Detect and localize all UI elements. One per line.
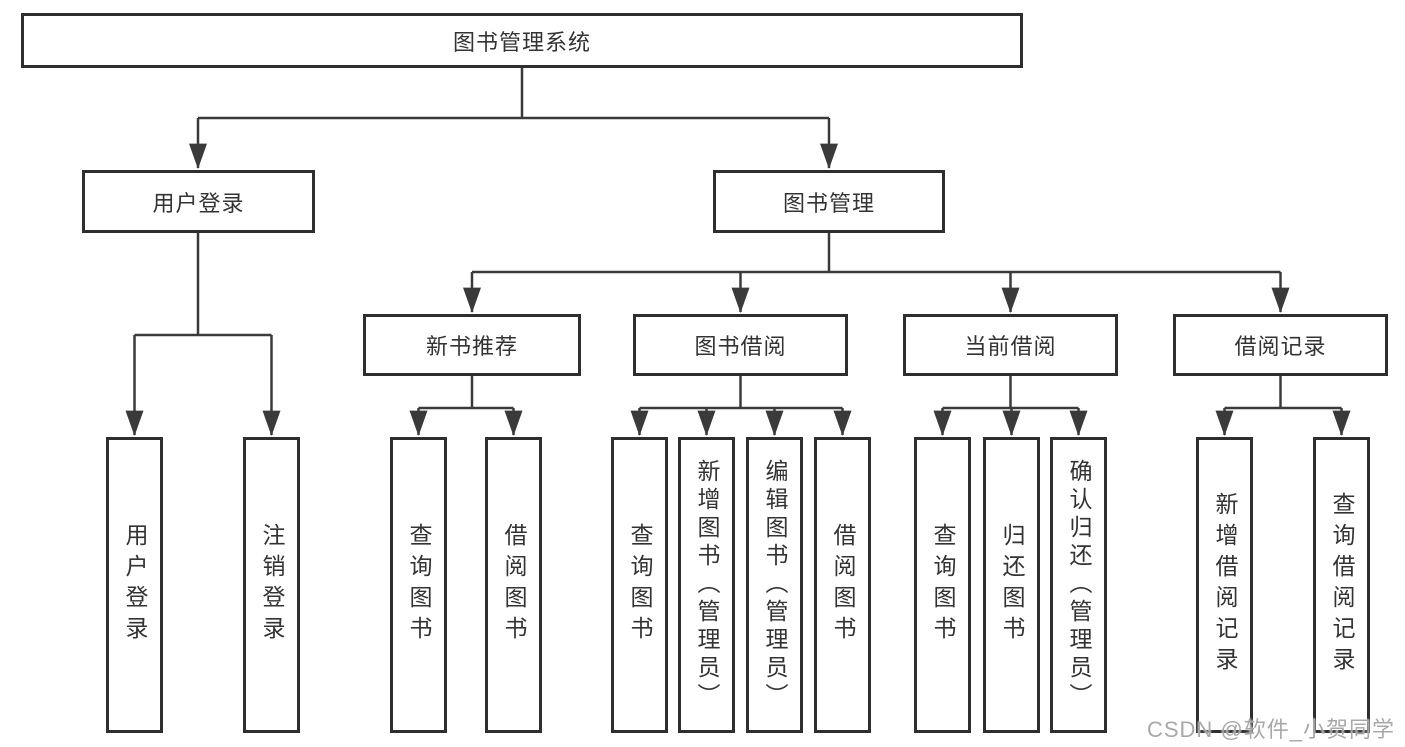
leaf-cb-return-books: 归还图书 xyxy=(983,437,1040,733)
leaf-bb-edit-books-admin: 编辑图书（管理员） xyxy=(746,437,803,733)
leaf-cb-query-books: 查询图书 xyxy=(914,437,971,733)
leaf-br-query-record: 查询借阅记录 xyxy=(1313,437,1370,733)
node-label: 图书借阅 xyxy=(694,334,787,359)
leaf-user-login: 用户登录 xyxy=(106,437,163,733)
node-current-borrow: 当前借阅 xyxy=(903,314,1118,376)
node-label: 新增图书（管理员） xyxy=(694,459,720,711)
leaf-nbr-borrow-books: 借阅图书 xyxy=(485,437,542,733)
leaf-nbr-query-books: 查询图书 xyxy=(390,437,447,733)
node-label: 用户登录 xyxy=(152,190,245,216)
node-label: 归还图书 xyxy=(999,523,1025,647)
node-label: 用户登录 xyxy=(122,523,148,647)
node-label: 新增借阅记录 xyxy=(1212,492,1238,678)
node-label: 查询借阅记录 xyxy=(1329,492,1355,678)
node-library-management-system: 图书管理系统 xyxy=(21,13,1023,68)
leaf-logout: 注销登录 xyxy=(243,437,300,733)
node-label: 借阅记录 xyxy=(1234,334,1327,359)
node-label: 编辑图书（管理员） xyxy=(762,459,788,711)
node-label: 图书管理 xyxy=(782,190,875,216)
leaf-cb-confirm-return-admin: 确认归还（管理员） xyxy=(1050,437,1107,733)
leaf-bb-borrow-books: 借阅图书 xyxy=(814,437,871,733)
node-label: 注销登录 xyxy=(259,523,285,647)
node-new-book-recommend: 新书推荐 xyxy=(363,314,581,376)
leaf-br-add-record: 新增借阅记录 xyxy=(1196,437,1253,733)
node-label: 借阅图书 xyxy=(501,523,527,647)
node-label: 图书管理系统 xyxy=(452,29,591,55)
node-label: 确认归还（管理员） xyxy=(1066,459,1092,711)
node-borrow-records: 借阅记录 xyxy=(1173,314,1388,376)
csdn-watermark: CSDN @软件_小贺同学 xyxy=(1146,717,1395,742)
node-label: 查询图书 xyxy=(627,523,653,647)
leaf-bb-query-books: 查询图书 xyxy=(611,437,668,733)
node-label: 借阅图书 xyxy=(830,523,856,647)
leaf-bb-add-books-admin: 新增图书（管理员） xyxy=(678,437,735,733)
node-book-management-branch: 图书管理 xyxy=(713,170,945,233)
node-book-borrow: 图书借阅 xyxy=(633,314,848,376)
node-label: 当前借阅 xyxy=(964,334,1057,359)
node-label: 新书推荐 xyxy=(425,334,518,359)
node-label: 查询图书 xyxy=(930,523,956,647)
node-label: 查询图书 xyxy=(406,523,432,647)
node-user-login-branch: 用户登录 xyxy=(82,170,315,233)
